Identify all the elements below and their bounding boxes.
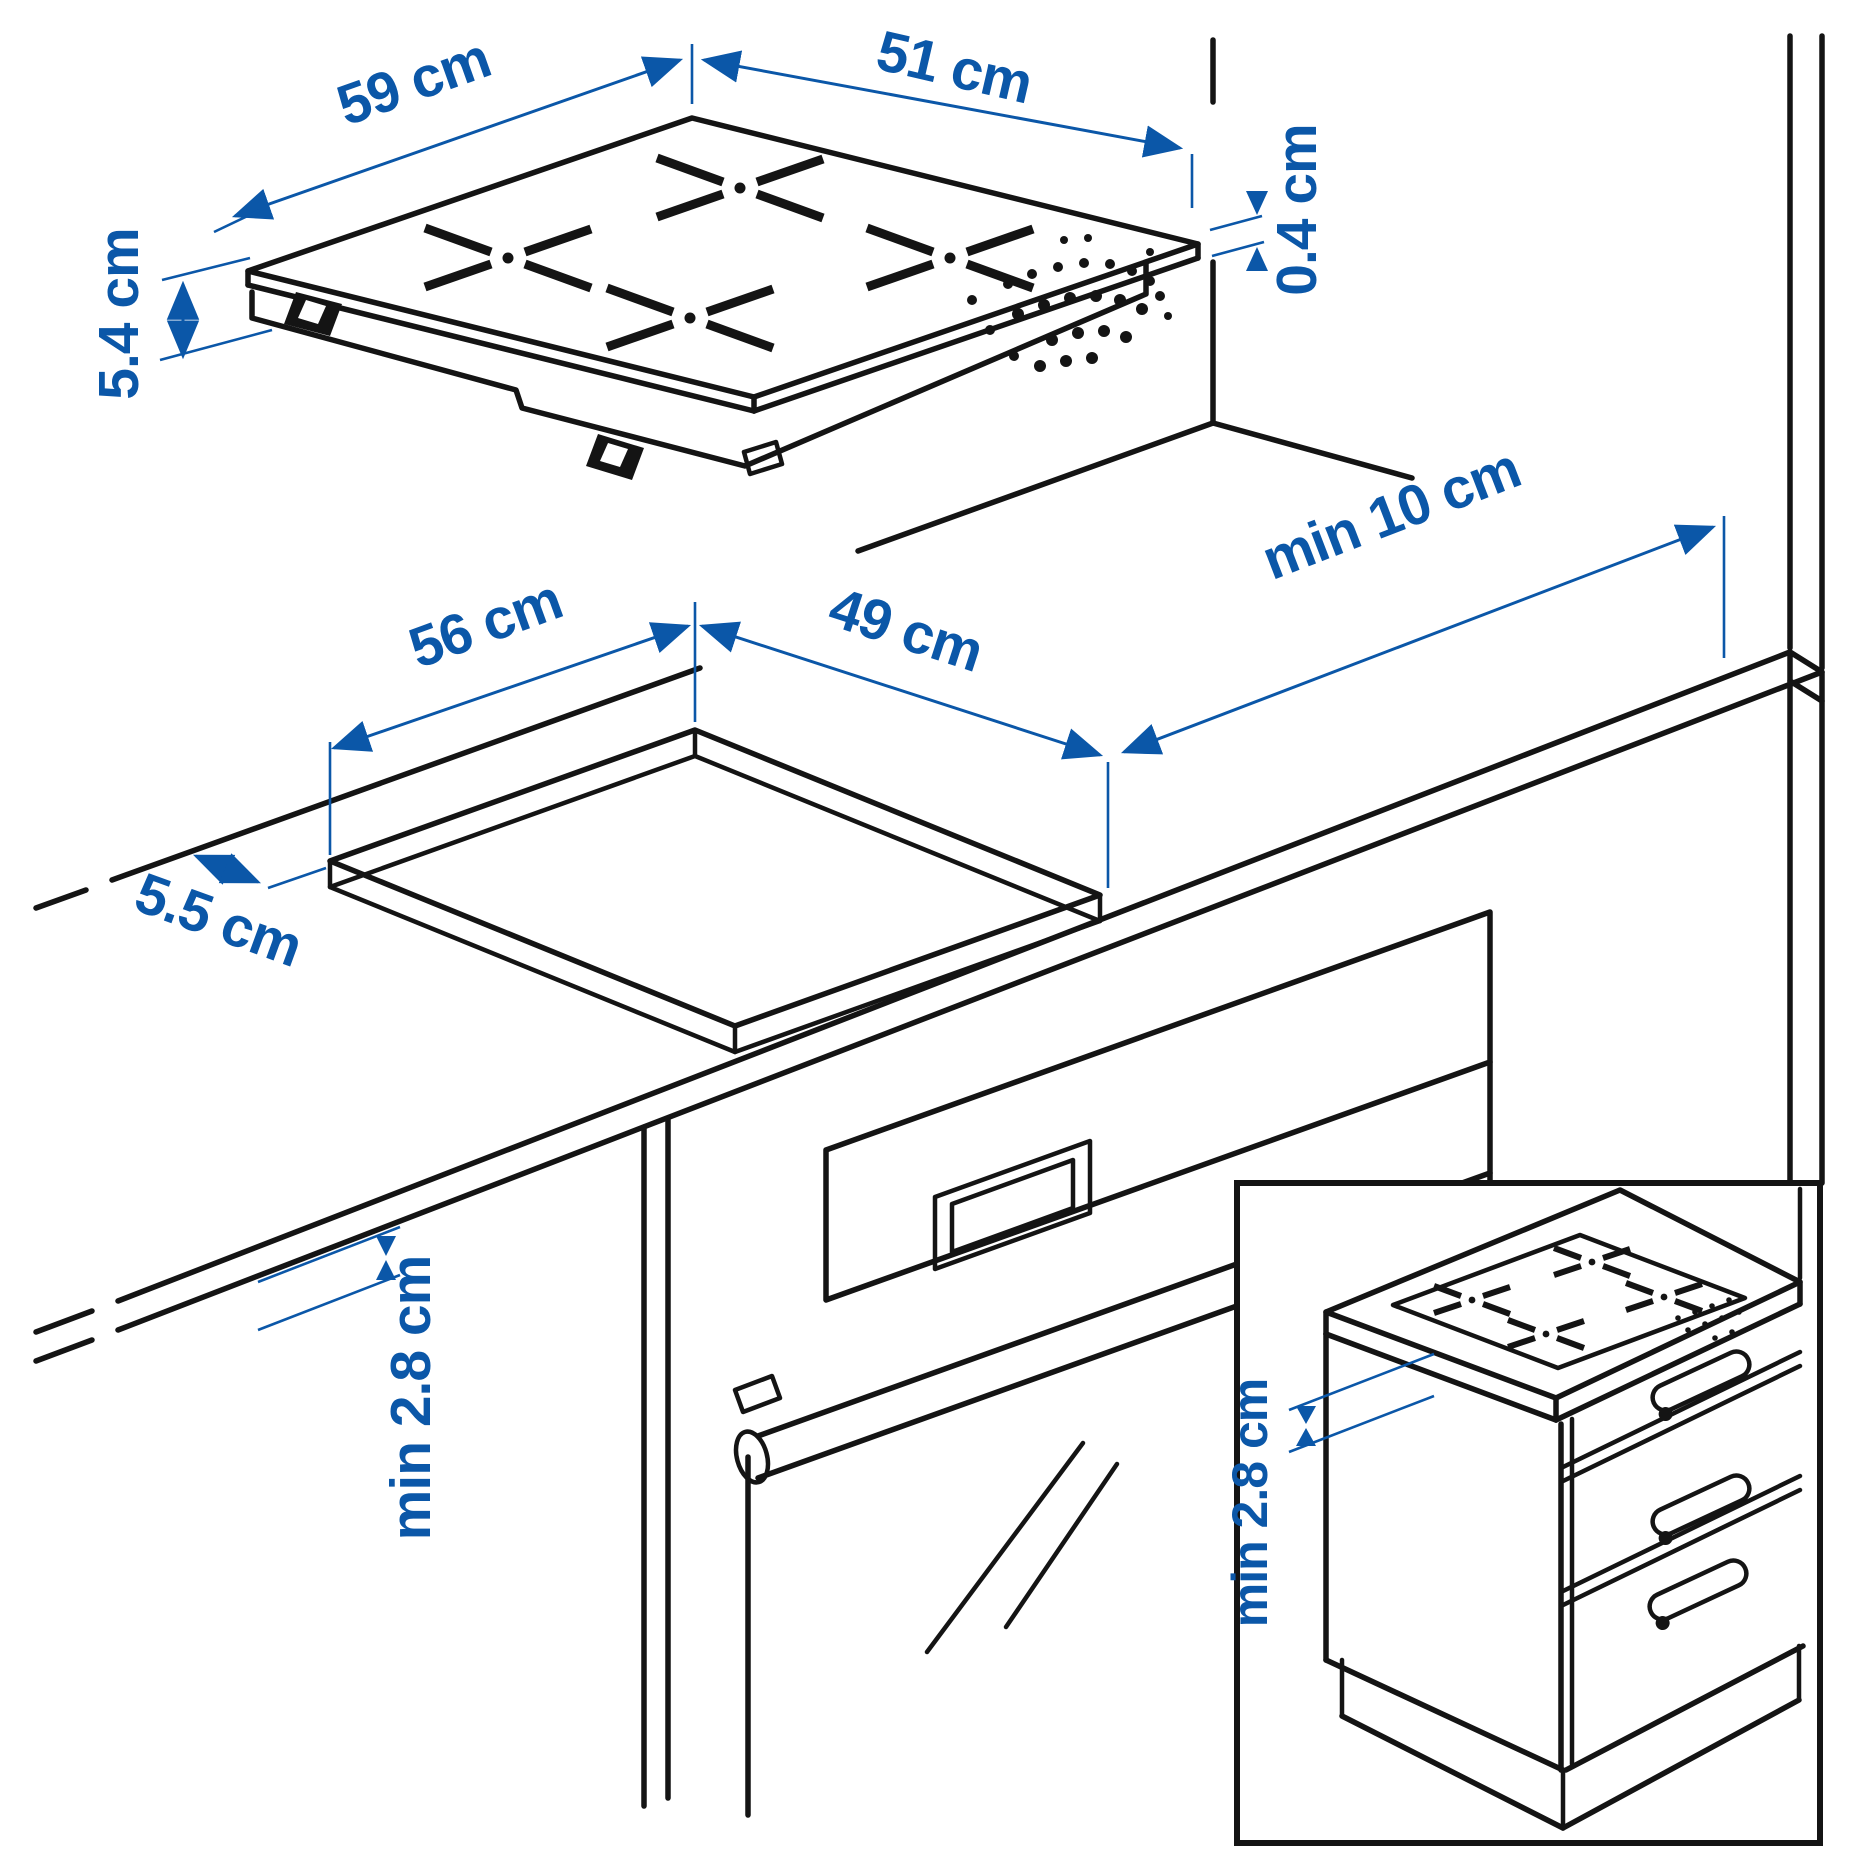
oven-display-window (932, 1138, 1093, 1272)
burner-cross (865, 223, 1035, 293)
hob-dimension-0-4: 0.4 cm (1209, 124, 1329, 296)
burner-cross (655, 153, 825, 223)
dimension-min-2-8-main: min 2.8 cm (257, 1225, 443, 1541)
worktop-cutout (327, 727, 1103, 1055)
dim-glass-thickness-label: 0.4 cm (1265, 124, 1329, 295)
inset-burner-cross (1432, 1245, 1704, 1351)
burner-cross (423, 223, 593, 293)
inset-control-dots (1675, 1297, 1742, 1341)
burner-cross (605, 283, 775, 353)
drawer-handle (1647, 1558, 1749, 1631)
dim-hob-depth-label: 51 cm (871, 19, 1038, 117)
hob-control-dots (967, 234, 1172, 372)
dim-worktop-thickness-label: min 2.8 cm (379, 1256, 443, 1541)
dimension-5-5: 5.5 cm (127, 853, 327, 980)
wall-corner-lines (33, 37, 1415, 911)
dimension-min-2-8-inset: min 2.8 cm (1222, 1352, 1435, 1627)
drawer-handle (1650, 1349, 1752, 1422)
inset-cabinet-body (1323, 1331, 1806, 1831)
dim-inset-worktop-thickness-label: min 2.8 cm (1222, 1379, 1278, 1627)
tall-side-panel (1787, 33, 1825, 1186)
inset-base-cabinet-view: min 2.8 cm (1222, 1180, 1823, 1846)
oven-door-glass-shine (924, 1440, 1086, 1655)
dim-cutout-depth-label: 49 cm (822, 575, 991, 684)
dimension-min-10: min 10 cm (1120, 436, 1726, 755)
drawer-handle (1650, 1473, 1752, 1546)
oven-handle-bracket (732, 1373, 783, 1415)
dim-hob-width-label: 59 cm (329, 26, 498, 139)
cutout-dimension-56: 56 cm (328, 567, 697, 855)
oven-handle-end-cap (733, 1429, 771, 1485)
dim-right-clearance-label: min 10 cm (1254, 436, 1529, 592)
dim-cutout-width-label: 56 cm (401, 567, 570, 681)
worktop-front-edge (33, 649, 1825, 1364)
hob-foot (741, 439, 785, 477)
hob-dimension-5-4: 5.4 cm (87, 228, 273, 400)
inset-hob-glass (1390, 1232, 1748, 1371)
dim-hob-height-label: 5.4 cm (87, 228, 151, 399)
hob-casing (249, 261, 1149, 469)
dim-front-clearance-label: 5.5 cm (127, 861, 310, 980)
hob-product-view (245, 115, 1201, 480)
